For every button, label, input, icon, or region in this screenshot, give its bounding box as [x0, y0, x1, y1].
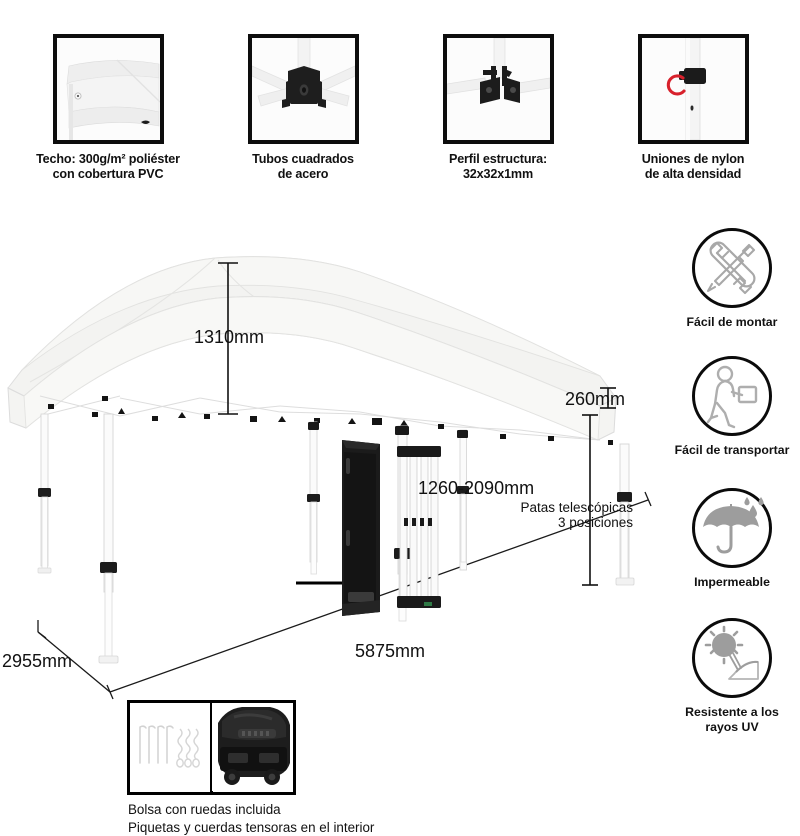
nylon-lock-illustration	[641, 38, 745, 140]
accessories-callout-caption: Bolsa con ruedas incluida Piquetas y cue…	[128, 802, 375, 835]
eave-hardware	[48, 396, 613, 445]
leg-front-left	[98, 413, 119, 664]
carry-bag-illustration	[211, 703, 293, 791]
side-feature-waterproof-label: Impermeable	[694, 575, 770, 589]
dimension-label-depth: 2955mm	[2, 651, 73, 671]
gazebo-legs	[37, 413, 635, 664]
wrench-screwdriver-glyph	[706, 241, 756, 295]
side-feature-uv-resistant-label: Resistente a los rayos UV	[685, 705, 779, 734]
leg-right-front	[615, 443, 635, 586]
gazebo-illustration	[7, 256, 652, 700]
top-feature-profile-caption: Perfil estructura: 32x32x1mm	[448, 152, 548, 181]
accessories-callout-box	[127, 700, 296, 795]
folded-steel-frame	[397, 446, 441, 608]
infographic-canvas: Techo: 300g/m² poliéster con cobertura P…	[0, 34, 800, 835]
sun-uv-glyph	[704, 625, 759, 680]
sun-uv-rays-icon	[692, 618, 772, 698]
square-steel-tube-joint-photo	[247, 34, 359, 144]
stakes-ropes-illustration	[139, 725, 200, 768]
leg-middle-back	[307, 421, 320, 575]
side-feature-waterproof: Impermeable	[664, 488, 800, 590]
top-feature-profile: Perfil estructura: 32x32x1mm	[400, 34, 596, 181]
top-feature-canopy-caption: Techo: 300g/m² poliéster con cobertura P…	[36, 152, 180, 181]
top-feature-tubes: Tubos cuadrados de acero	[205, 34, 401, 181]
scissor-truss	[39, 395, 601, 441]
folded-canopy-bag	[342, 440, 380, 616]
leg-back-left	[37, 413, 52, 574]
nylon-leg-lock-photo	[637, 34, 749, 144]
top-feature-tubes-caption: Tubos cuadrados de acero	[252, 152, 354, 181]
side-feature-easy-transport: Fácil de transportar	[664, 356, 800, 458]
side-feature-easy-transport-label: Fácil de transportar	[674, 443, 790, 457]
frame-profile-joint-photo	[442, 34, 554, 144]
canopy-fabric-illustration	[56, 38, 160, 140]
top-feature-nylon-caption: Uniones de nylon de alta densidad	[641, 152, 745, 181]
canopy-fabric-photo	[52, 34, 164, 144]
wrench-screwdriver-icon	[692, 228, 772, 308]
top-feature-canopy: Techo: 300g/m² poliéster con cobertura P…	[10, 34, 206, 181]
dimension-label-legs: 1260-2090mm	[418, 478, 535, 498]
top-feature-row: Techo: 300g/m² poliéster con cobertura P…	[0, 34, 800, 194]
umbrella-raindrops-icon	[692, 488, 772, 568]
wheeled-carry-bag	[211, 703, 293, 792]
profile-joint-illustration	[446, 38, 550, 140]
tube-joint-illustration	[251, 38, 355, 140]
side-feature-easy-assembly-label: Fácil de montar	[686, 315, 778, 329]
umbrella-glyph	[703, 497, 764, 554]
dimension-line-legs	[582, 414, 598, 586]
dimension-label-width: 5875mm	[355, 641, 426, 661]
leg-right-back	[457, 429, 469, 571]
dimension-label-height: 1310mm	[194, 327, 265, 347]
dimension-label-legs-sub: Patas telescópicas 3 posiciones	[520, 500, 633, 530]
dimension-line-valance	[600, 387, 616, 409]
side-feature-uv-resistant: Resistente a los rayos UV	[664, 618, 800, 735]
dimension-label-valance: 260mm	[565, 389, 626, 409]
top-feature-nylon: Uniones de nylon de alta densidad	[595, 34, 791, 181]
person-carrying-box-icon	[692, 356, 772, 436]
side-feature-list: Fácil de montar	[664, 228, 800, 758]
dimension-line-height	[218, 262, 238, 415]
person-box-glyph	[706, 365, 758, 429]
gazebo-diagram: 1310mm 260mm 1260-2090mm Patas telescópi…	[0, 200, 660, 835]
stakes-and-guy-ropes	[130, 703, 212, 792]
side-feature-easy-assembly: Fácil de montar	[664, 228, 800, 330]
